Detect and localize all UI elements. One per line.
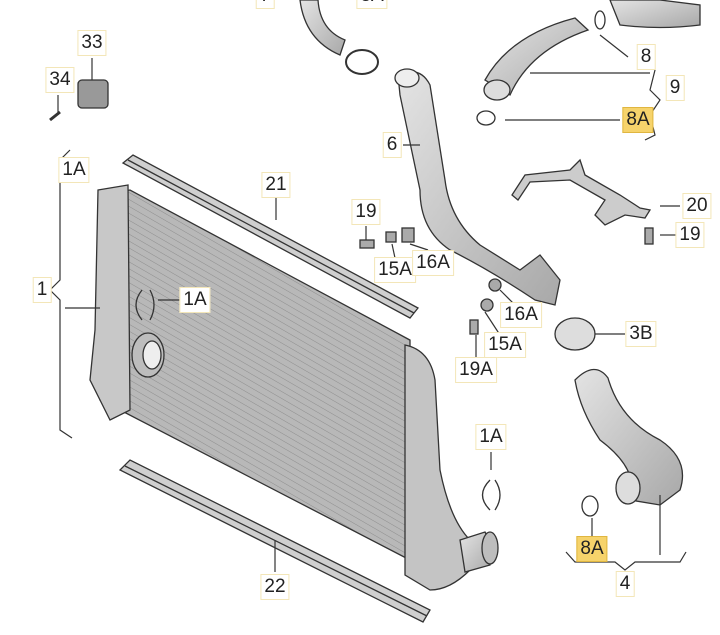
callout-20[interactable]: 20 bbox=[682, 193, 712, 219]
callout-1A-left[interactable]: 1A bbox=[58, 157, 90, 183]
callout-1[interactable]: 1 bbox=[32, 277, 52, 303]
callout-19-right[interactable]: 19 bbox=[675, 222, 705, 248]
callout-7[interactable]: 7 bbox=[255, 0, 275, 9]
left-tank bbox=[89, 184, 131, 421]
callout-1A-low[interactable]: 1A bbox=[475, 424, 507, 450]
callout-8A-highlighted-top[interactable]: 8A bbox=[622, 107, 654, 133]
bracket-20 bbox=[511, 158, 652, 226]
callout-1A-inner[interactable]: 1A bbox=[179, 287, 211, 313]
hose-6 bbox=[397, 71, 561, 306]
callout-19-mid[interactable]: 19 bbox=[351, 199, 381, 225]
callout-3A[interactable]: 3A bbox=[356, 0, 388, 9]
callout-16A-low[interactable]: 16A bbox=[500, 302, 542, 328]
right-tank bbox=[404, 344, 471, 591]
callout-15A-low[interactable]: 15A bbox=[484, 332, 526, 358]
callout-9[interactable]: 9 bbox=[665, 75, 685, 101]
callout-22[interactable]: 22 bbox=[260, 574, 290, 600]
callout-33[interactable]: 33 bbox=[77, 30, 107, 56]
callout-6[interactable]: 6 bbox=[382, 132, 402, 158]
hose-4 bbox=[574, 368, 684, 506]
callout-3B[interactable]: 3B bbox=[625, 321, 657, 347]
callout-8[interactable]: 8 bbox=[636, 44, 656, 70]
callout-15A-mid[interactable]: 15A bbox=[374, 257, 416, 283]
callout-19A[interactable]: 19A bbox=[455, 357, 497, 383]
hose-9 bbox=[484, 17, 590, 96]
callout-8A-highlighted-bottom[interactable]: 8A bbox=[576, 536, 608, 562]
callout-34[interactable]: 34 bbox=[45, 67, 75, 93]
mount-33 bbox=[77, 79, 109, 109]
clamp-3B bbox=[554, 317, 596, 351]
callout-4[interactable]: 4 bbox=[615, 571, 635, 597]
callout-16A-mid[interactable]: 16A bbox=[412, 250, 454, 276]
callout-21[interactable]: 21 bbox=[261, 172, 291, 198]
